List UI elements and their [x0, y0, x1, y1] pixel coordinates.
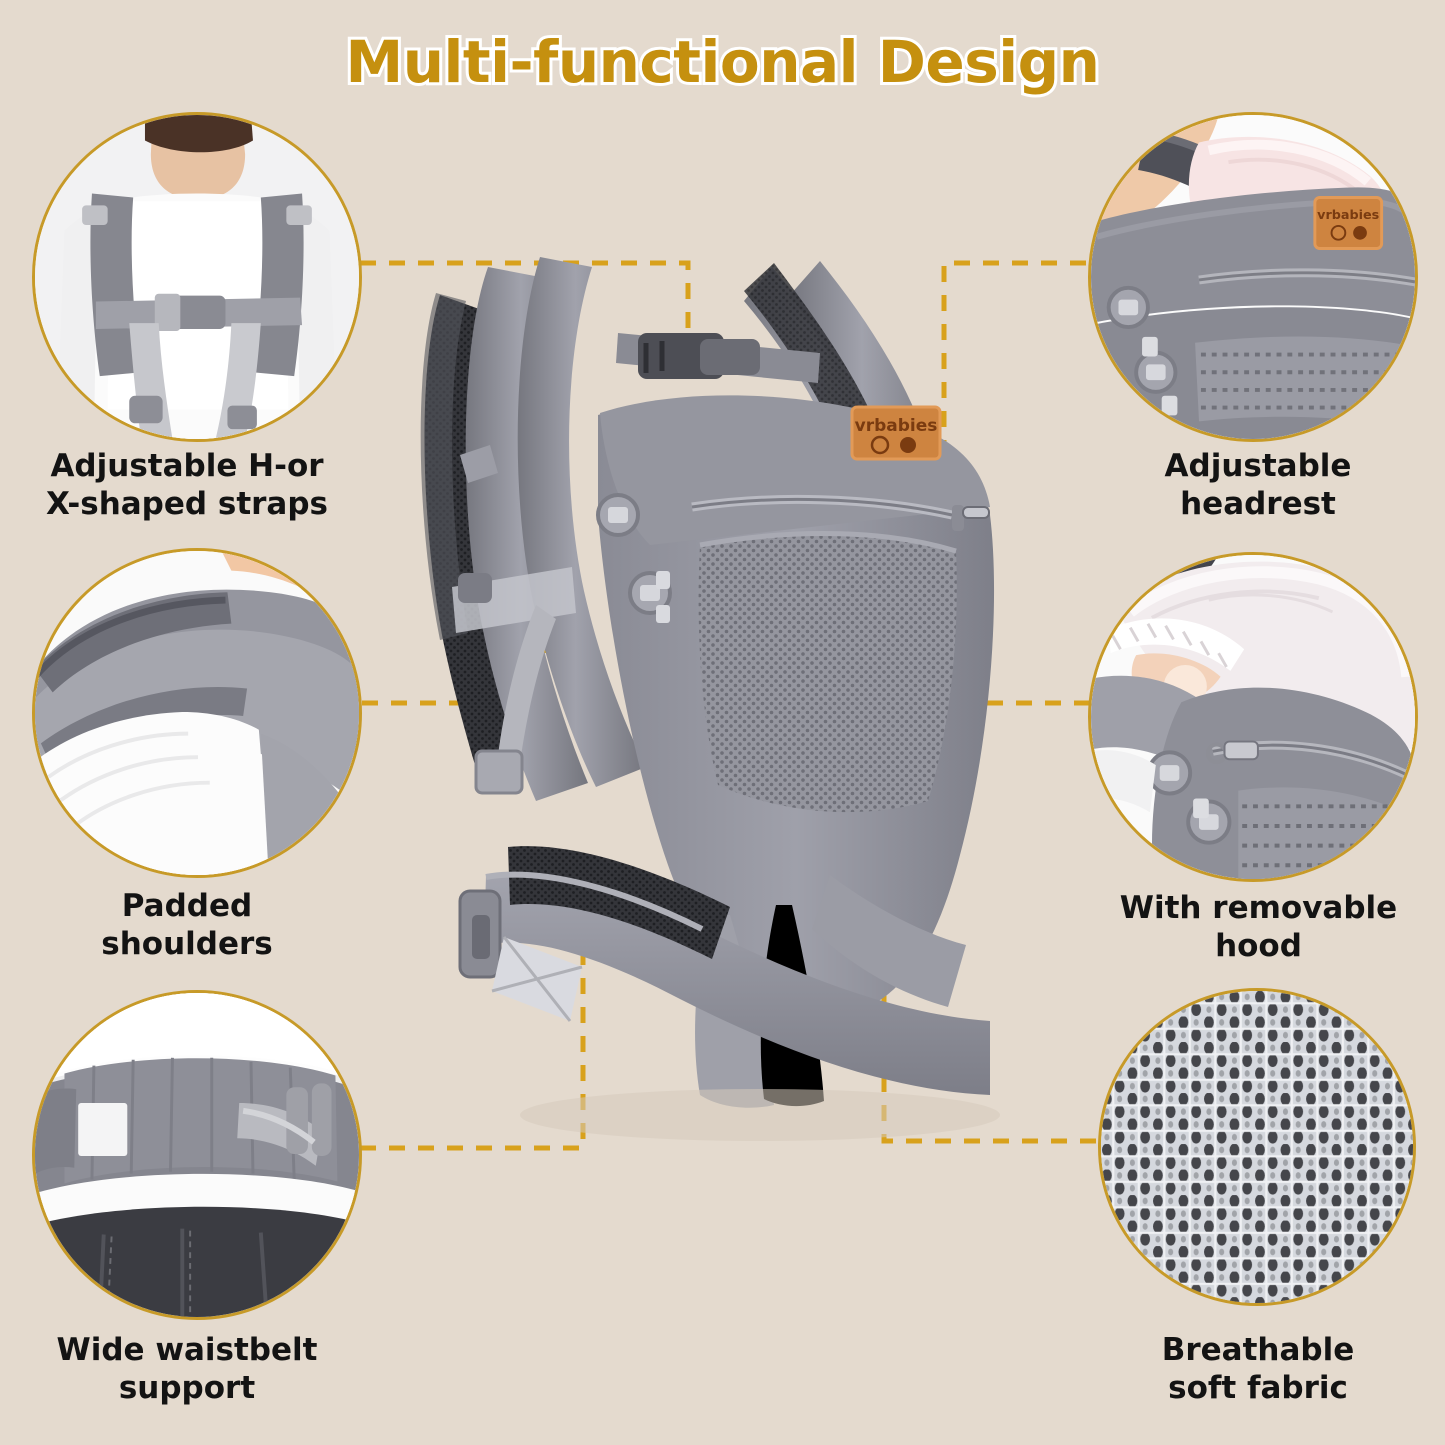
- thumb-image-adjustable-straps: [35, 115, 359, 439]
- page-title: Multi-functional Design: [343, 25, 1103, 99]
- label-wide-waistbelt: Wide waistbelt support: [56, 1332, 318, 1406]
- waist-belt: [484, 872, 990, 1095]
- strap-adjuster: [460, 445, 498, 483]
- zipper-pull: [952, 505, 990, 531]
- strap-clip: [458, 573, 492, 603]
- thumb-image-padded-shoulders: [35, 551, 359, 875]
- drop-shadow: [520, 1089, 1000, 1141]
- snap-buttons: [596, 493, 672, 623]
- thumb-wide-waistbelt[interactable]: [32, 990, 362, 1320]
- hood-zipper-pull: [1205, 740, 1259, 765]
- thumb-image-wide-waistbelt: [35, 993, 359, 1317]
- webbing-slider: [474, 749, 524, 795]
- label-adjustable-headrest: Adjustable headrest: [1164, 448, 1352, 522]
- thumb-padded-shoulders[interactable]: [32, 548, 362, 878]
- mesh-pocket: [698, 533, 957, 813]
- thumb-image-removable-hood: [1091, 555, 1415, 879]
- thumb-adjustable-straps[interactable]: [32, 112, 362, 442]
- left-shoulder-strap-inner: [517, 257, 646, 787]
- brand-patch-text-body: vrbabies: [855, 416, 938, 436]
- thumb-image-adjustable-headrest: vrbabies: [1091, 115, 1415, 439]
- label-padded-shoulders: Padded shoulders: [101, 888, 273, 962]
- reflective-patch: [491, 936, 583, 1022]
- waist-belt-lining: [508, 846, 730, 959]
- loose-webbing-strap: [498, 605, 556, 763]
- thumb-image-breathable-fabric: [1101, 991, 1413, 1303]
- brand-patch-text-headrest: vrbabies: [1317, 208, 1379, 223]
- thumb-adjustable-headrest[interactable]: vrbabies: [1088, 112, 1418, 442]
- side-flap: [812, 875, 966, 1007]
- label-removable-hood: With removable hood: [1119, 890, 1398, 964]
- brand-patch-on-body: vrbabies: [850, 405, 942, 461]
- left-shoulder-strap: [465, 267, 588, 801]
- label-breathable-fabric: Breathable soft fabric: [1161, 1332, 1355, 1406]
- label-adjustable-straps: Adjustable H-or X-shaped straps: [46, 448, 328, 522]
- thumb-breathable-fabric[interactable]: [1098, 988, 1416, 1306]
- thumb-removable-hood[interactable]: [1088, 552, 1418, 882]
- product-illustration: vrbabies: [420, 257, 1000, 1141]
